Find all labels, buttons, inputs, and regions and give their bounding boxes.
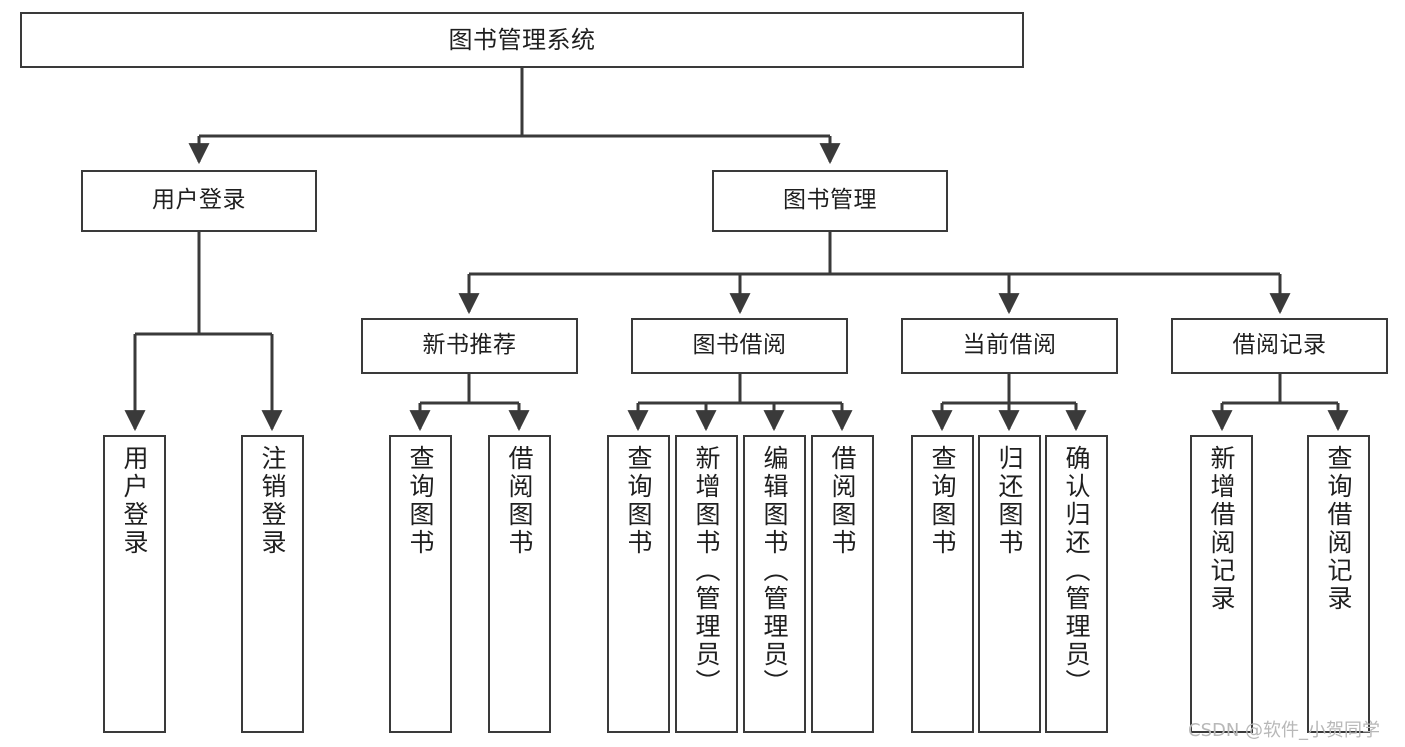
node-user-login[interactable]: 用户登录 — [81, 170, 317, 232]
leaf-logout[interactable]: 注销登录 — [241, 435, 304, 733]
node-current-borrow[interactable]: 当前借阅 — [901, 318, 1118, 374]
leaf-query-borrow-record-label: 查询借阅记录 — [1324, 445, 1353, 613]
leaf-confirm-return-label: 确认归还（管理员） — [1062, 445, 1091, 697]
leaf-borrow-book-1-label: 借阅图书 — [505, 445, 534, 557]
leaf-add-borrow-record[interactable]: 新增借阅记录 — [1190, 435, 1253, 733]
node-new-book-recommend[interactable]: 新书推荐 — [361, 318, 578, 374]
leaf-query-book-2-label: 查询图书 — [624, 445, 653, 557]
node-book-management-label: 图书管理 — [783, 187, 877, 214]
leaf-query-book-2[interactable]: 查询图书 — [607, 435, 670, 733]
leaf-return-book[interactable]: 归还图书 — [978, 435, 1041, 733]
leaf-return-book-label: 归还图书 — [995, 445, 1024, 557]
node-borrow-record[interactable]: 借阅记录 — [1171, 318, 1388, 374]
leaf-edit-book[interactable]: 编辑图书（管理员） — [743, 435, 806, 733]
node-book-borrow[interactable]: 图书借阅 — [631, 318, 848, 374]
leaf-add-borrow-record-label: 新增借阅记录 — [1207, 445, 1236, 613]
leaf-query-book-3-label: 查询图书 — [928, 445, 957, 557]
leaf-borrow-book-2-label: 借阅图书 — [828, 445, 857, 557]
leaf-query-book-3[interactable]: 查询图书 — [911, 435, 974, 733]
leaf-user-login-label: 用户登录 — [120, 445, 149, 557]
watermark: CSDN @软件_小贺同学 — [1188, 720, 1381, 741]
leaf-query-book-1-label: 查询图书 — [406, 445, 435, 557]
leaf-user-login[interactable]: 用户登录 — [103, 435, 166, 733]
node-root[interactable]: 图书管理系统 — [20, 12, 1024, 68]
leaf-query-borrow-record[interactable]: 查询借阅记录 — [1307, 435, 1370, 733]
leaf-query-book-1[interactable]: 查询图书 — [389, 435, 452, 733]
node-new-book-recommend-label: 新书推荐 — [422, 332, 517, 359]
leaf-add-book-label: 新增图书（管理员） — [692, 445, 721, 697]
node-borrow-record-label: 借阅记录 — [1232, 332, 1327, 359]
node-book-borrow-label: 图书借阅 — [692, 332, 787, 359]
node-book-management[interactable]: 图书管理 — [712, 170, 948, 232]
leaf-confirm-return[interactable]: 确认归还（管理员） — [1045, 435, 1108, 733]
leaf-edit-book-label: 编辑图书（管理员） — [760, 445, 789, 697]
leaf-add-book[interactable]: 新增图书（管理员） — [675, 435, 738, 733]
node-root-label: 图书管理系统 — [448, 25, 596, 54]
leaf-logout-label: 注销登录 — [258, 445, 287, 557]
node-current-borrow-label: 当前借阅 — [962, 332, 1057, 359]
leaf-borrow-book-2[interactable]: 借阅图书 — [811, 435, 874, 733]
node-user-login-label: 用户登录 — [152, 187, 246, 214]
leaf-borrow-book-1[interactable]: 借阅图书 — [488, 435, 551, 733]
